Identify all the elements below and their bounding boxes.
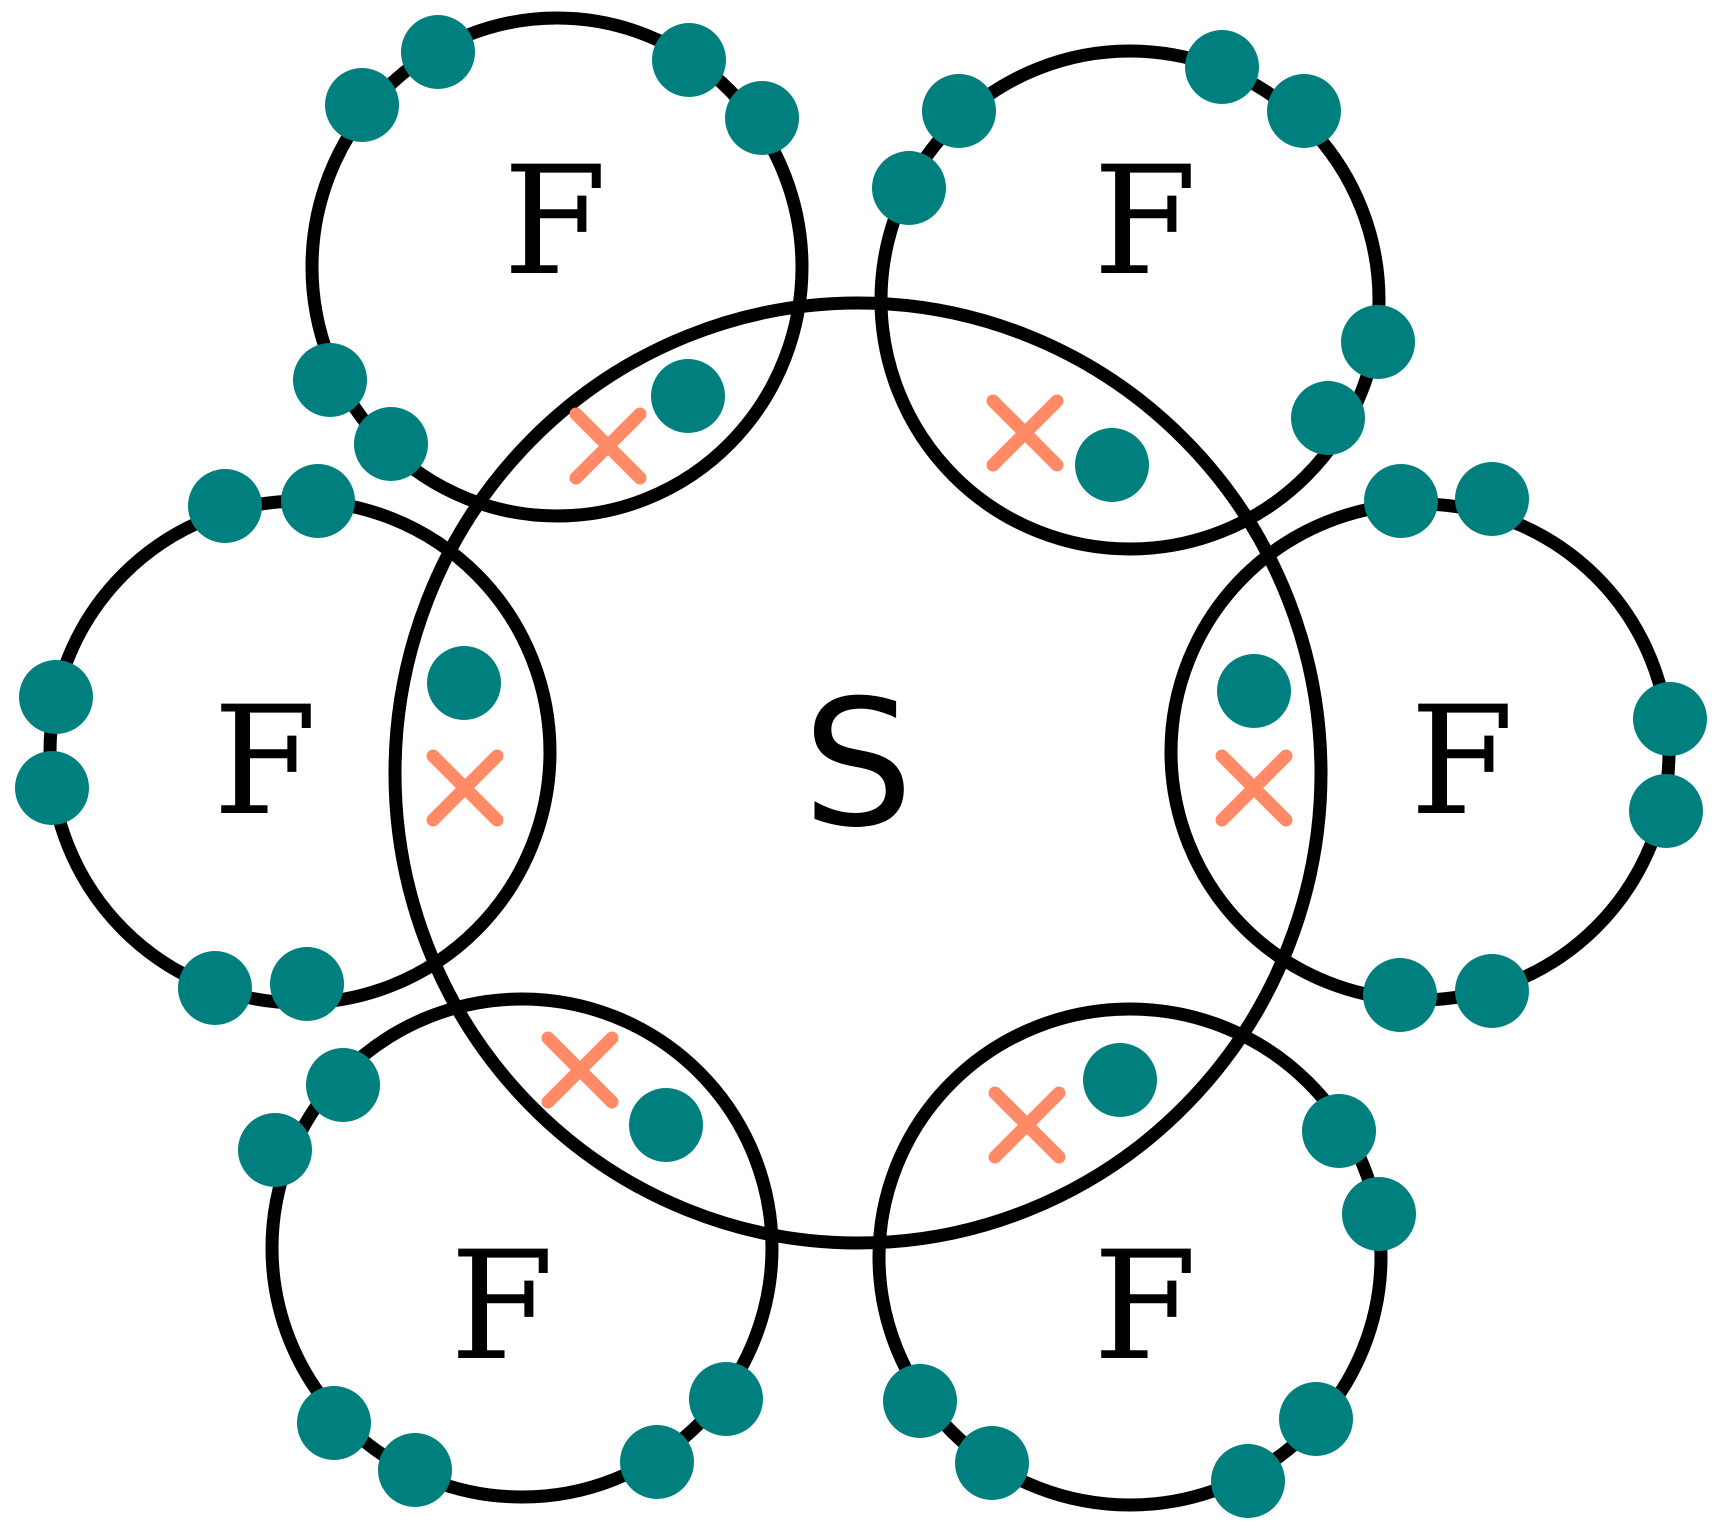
sulfur-shell-ring (388, 296, 1328, 1250)
sulfur-electron-cross (1215, 749, 1293, 827)
fluorine-shell-top-left (305, 11, 809, 523)
sulfur-electron-cross (426, 749, 504, 827)
fluorine-electron-dot (1291, 381, 1365, 455)
fluorine-symbol-top-left: F (503, 135, 607, 309)
fluorine-electron-dot (427, 646, 501, 720)
sulfur-electron-cross (986, 394, 1064, 472)
fluorine-electron-dot (1629, 774, 1703, 848)
fluorine-electron-dot (1267, 74, 1341, 148)
electrons-layer (15, 15, 1707, 1518)
fluorine-electron-dot (922, 74, 996, 148)
fluorine-electron-dot (1633, 682, 1707, 756)
sulfur-symbol: S (802, 664, 913, 867)
fluorine-shell-bottom-right (872, 1002, 1388, 1512)
fluorine-electron-dot (178, 951, 252, 1025)
fluorine-electron-dot (1342, 1177, 1416, 1251)
fluorine-electron-dot (1455, 462, 1529, 536)
fluorine-electron-dot (1455, 954, 1529, 1028)
fluorine-electron-dot (401, 15, 475, 89)
fluorine-electron-dot (620, 1425, 694, 1499)
fluorine-electron-dot (689, 1362, 763, 1436)
fluorine-electron-dot (281, 464, 355, 538)
fluorine-electron-dot (1217, 654, 1291, 728)
fluorine-electron-dot (15, 751, 89, 825)
fluorine-electron-dot (1364, 464, 1438, 538)
fluorine-symbol-right: F (1410, 675, 1514, 849)
fluorine-symbol-top-right: F (1093, 135, 1197, 309)
sulfur-electron-cross (541, 1031, 619, 1109)
fluorine-electron-dot (297, 1386, 371, 1460)
fluorine-electron-dot (1341, 305, 1415, 379)
fluorine-electron-dot (188, 469, 262, 543)
sulfur-electron-cross (988, 1086, 1066, 1164)
fluorine-electron-dot (1279, 1382, 1353, 1456)
sulfur-electron-cross (569, 407, 647, 485)
fluorine-electron-dot (378, 1433, 452, 1507)
fluorine-electron-dot (1075, 428, 1149, 502)
fluorine-electron-dot (293, 343, 367, 417)
fluorine-electron-dot (1363, 958, 1437, 1032)
fluorine-symbol-bottom-left: F (450, 1220, 554, 1394)
fluorine-electron-dot (725, 81, 799, 155)
fluorine-symbol-bottom-right: F (1093, 1220, 1197, 1394)
fluorine-symbol-left: F (213, 675, 317, 849)
fluorine-electron-dot (306, 1048, 380, 1122)
fluorine-electron-dot (651, 359, 725, 433)
fluorine-electron-dot (1083, 1043, 1157, 1117)
fluorine-electron-dot (872, 151, 946, 225)
fluorine-electron-dot (19, 660, 93, 734)
fluorine-electron-dot (629, 1088, 703, 1162)
fluorine-electron-dot (955, 1426, 1029, 1500)
fluorine-electron-dot (652, 23, 726, 97)
fluorine-electron-dot (325, 68, 399, 142)
fluorine-shell-bottom-left (265, 992, 779, 1504)
fluorine-electron-dot (1211, 1444, 1285, 1518)
fluorine-shell-top-right (874, 44, 1386, 556)
fluorine-electron-dot (883, 1364, 957, 1438)
fluorine-electron-dot (270, 947, 344, 1021)
fluorine-electron-dot (238, 1113, 312, 1187)
fluorine-electron-dot (1185, 30, 1259, 104)
fluorine-electron-dot (1302, 1094, 1376, 1168)
fluorine-electron-dot (354, 407, 428, 481)
